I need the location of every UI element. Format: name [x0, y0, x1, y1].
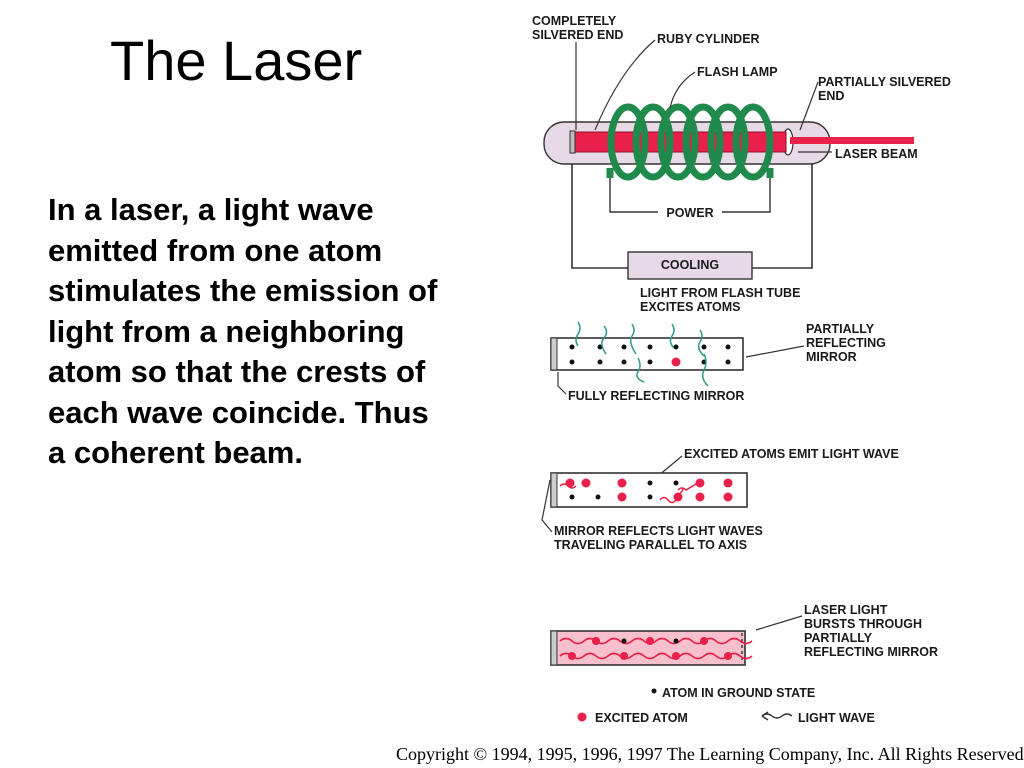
laser-beam: [790, 137, 914, 144]
label-laser-beam: LASER BEAM: [835, 147, 918, 161]
label-partially: PARTIALLY: [806, 322, 875, 336]
label-partially-silvered-end: END: [818, 89, 844, 103]
legend-ground-state-marker: [651, 688, 657, 694]
stage2-ground-atoms: [569, 480, 679, 500]
cooling-circuit: [571, 163, 813, 269]
legend-excited-atom-marker: [577, 712, 587, 722]
stage3-ground-atoms: [621, 638, 679, 644]
stage3-excited-atoms: [568, 637, 732, 660]
label-excites-atoms: EXCITES ATOMS: [640, 300, 740, 314]
label-completely: COMPLETELY: [532, 14, 617, 28]
laser-diagram: COMPLETELY SILVERED END RUBY CYLINDER FL…: [532, 14, 951, 725]
label-bursts-through: BURSTS THROUGH: [804, 617, 922, 631]
stage-emission: EXCITED ATOMS EMIT LIGHT WAVE MIRROR REF…: [541, 447, 899, 552]
stage-burst: LASER LIGHT BURSTS THROUGH PARTIALLY REF…: [550, 603, 938, 666]
completely-silvered-end: [569, 130, 576, 154]
slide-title: The Laser: [110, 29, 363, 92]
label-fully-reflecting-mirror: FULLY REFLECTING MIRROR: [568, 389, 744, 403]
label-partially-2: PARTIALLY: [804, 631, 873, 645]
label-reflecting: REFLECTING: [806, 336, 886, 350]
stage1-ground-atoms: [569, 344, 731, 365]
label-mirror: MIRROR: [806, 350, 857, 364]
cooling-box: [627, 251, 753, 280]
label-excited-atoms-emit: EXCITED ATOMS EMIT LIGHT WAVE: [684, 447, 899, 461]
label-mirror-reflects: MIRROR REFLECTS LIGHT WAVES: [554, 524, 763, 538]
legend-ground-state: ATOM IN GROUND STATE: [662, 686, 815, 700]
label-flash-lamp: FLASH LAMP: [697, 65, 778, 79]
label-ruby-cylinder: RUBY CYLINDER: [657, 32, 760, 46]
flash-lamp-coils: [607, 103, 774, 181]
legend-light-wave-icon: [761, 713, 793, 719]
laser-apparatus: COMPLETELY SILVERED END RUBY CYLINDER FL…: [532, 14, 951, 280]
power-wires: [609, 178, 771, 213]
stage1-excited-atom: [671, 357, 681, 367]
stage2-excited-atoms: [565, 478, 733, 502]
stage2-emitted-waves: [559, 483, 697, 504]
copyright-notice: Copyright © 1994, 1995, 1996, 1997 The L…: [396, 744, 1024, 764]
label-reflecting-mirror: REFLECTING MIRROR: [804, 645, 938, 659]
label-cooling: COOLING: [661, 258, 719, 272]
legend-excited-atom: EXCITED ATOM: [595, 711, 688, 725]
stage-excitation: LIGHT FROM FLASH TUBE EXCITES ATOMS PART…: [550, 286, 886, 403]
label-silvered-end: SILVERED END: [532, 28, 623, 42]
legend-light-wave: LIGHT WAVE: [798, 711, 875, 725]
label-traveling-parallel: TRAVELING PARALLEL TO AXIS: [554, 538, 747, 552]
slide-body-text: In a laser, a light wave emitted from on…: [48, 192, 438, 470]
label-partially-silvered: PARTIALLY SILVERED: [818, 75, 951, 89]
label-laser-light: LASER LIGHT: [804, 603, 888, 617]
ruby-cylinder: [573, 131, 787, 153]
label-light-from-flash: LIGHT FROM FLASH TUBE: [640, 286, 800, 300]
legend: ATOM IN GROUND STATE EXCITED ATOM LIGHT …: [577, 686, 875, 725]
stage3-waves: [559, 637, 753, 660]
stage1-incoming-light: [575, 321, 709, 387]
label-power: POWER: [666, 206, 713, 220]
